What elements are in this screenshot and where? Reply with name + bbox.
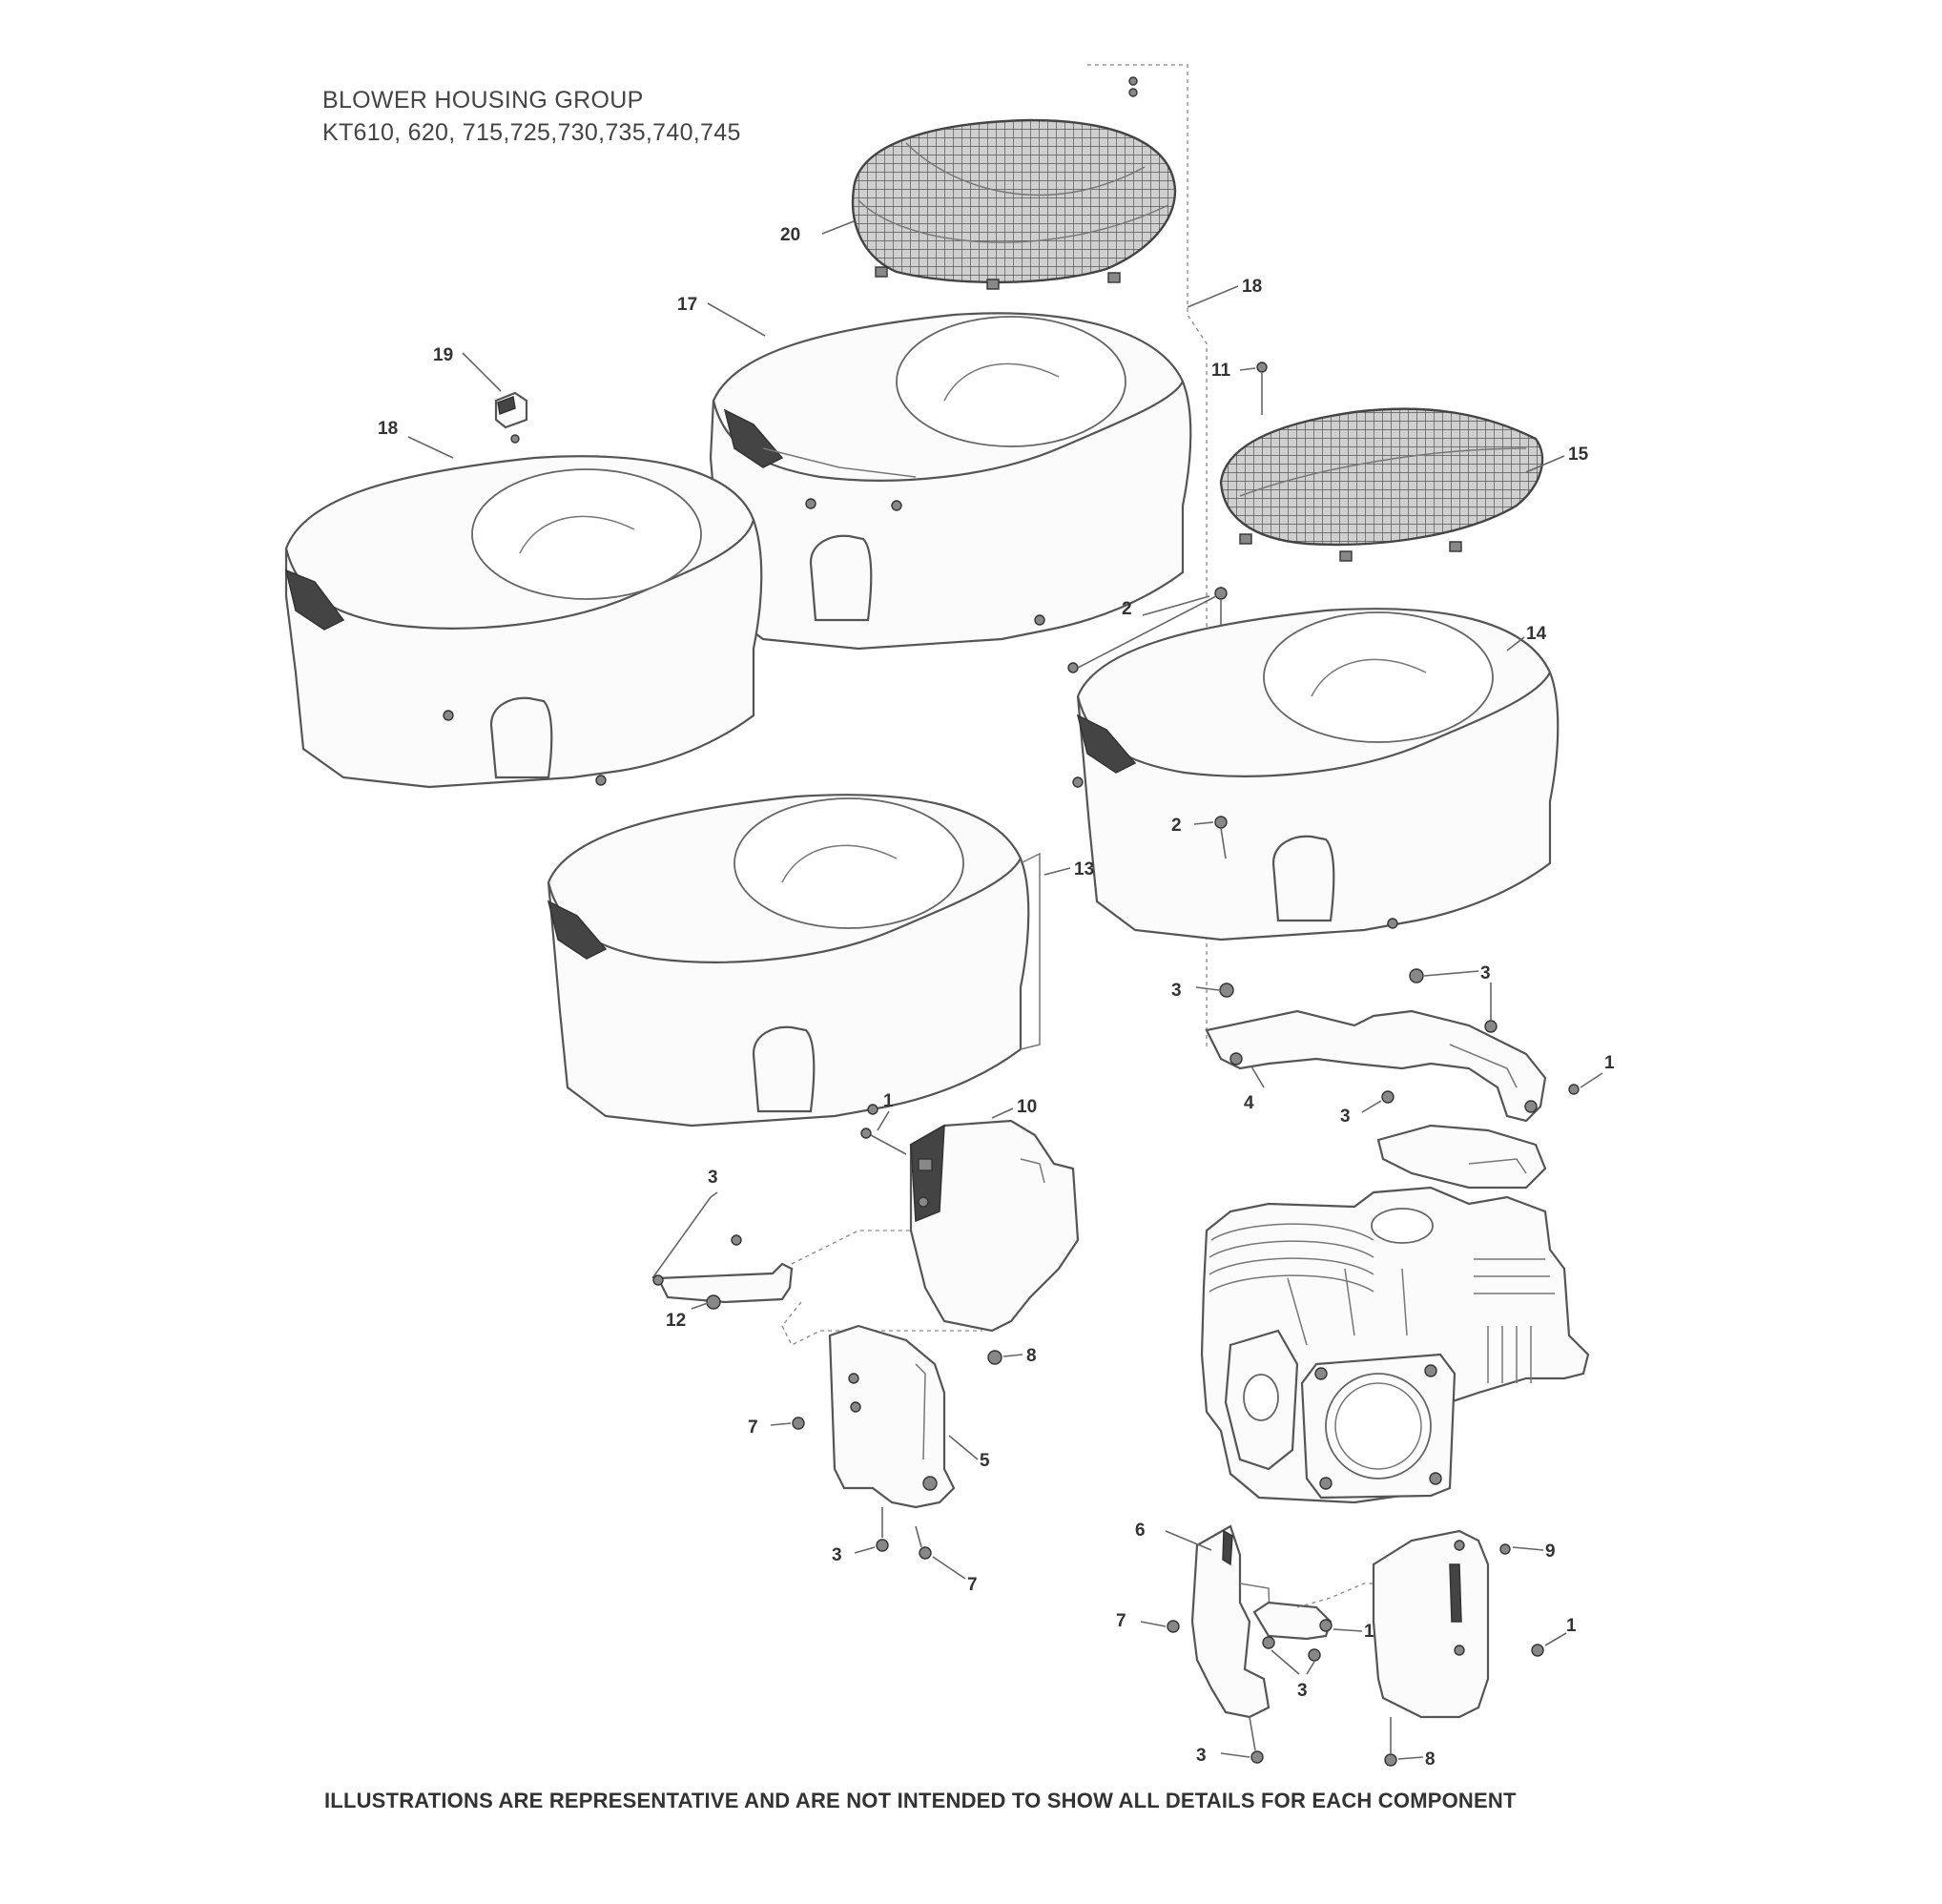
callout-14[interactable]: 14 [1526, 624, 1547, 644]
part-3-bolt-c[interactable] [1381, 1090, 1395, 1104]
part-8-bolt-upper[interactable] [987, 1350, 1002, 1365]
callout-8-b[interactable]: 8 [1425, 1749, 1436, 1769]
part-17-blower-housing[interactable] [709, 312, 1192, 651]
cooling-fins [1209, 1223, 1555, 1383]
part-19-clip[interactable] [494, 391, 528, 444]
part-14-blower-housing[interactable] [1072, 608, 1560, 942]
part-1-bolt-upper[interactable] [860, 1128, 907, 1155]
callout-5[interactable]: 5 [980, 1451, 990, 1471]
callout-1-b[interactable]: 1 [1604, 1053, 1615, 1073]
callout-3-a[interactable]: 3 [1171, 981, 1182, 1001]
part-7-bolt-c[interactable] [1167, 1620, 1180, 1633]
part-10-cover[interactable] [909, 1119, 1080, 1333]
right-side-cover [1372, 1529, 1490, 1719]
part-3-bolt-d[interactable] [651, 1196, 742, 1279]
lower-bracket [1376, 1124, 1547, 1190]
part-5-cover[interactable] [828, 1324, 956, 1509]
clip-icon [1107, 272, 1121, 283]
part-3-bolt-a[interactable] [1219, 983, 1234, 998]
callout-1-c[interactable]: 1 [1566, 1616, 1577, 1636]
part-6-bracket[interactable] [1190, 1524, 1271, 1719]
part-12-bracket[interactable] [652, 1262, 794, 1310]
callout-3-e[interactable]: 3 [832, 1545, 842, 1565]
callout-15[interactable]: 15 [1568, 445, 1589, 465]
callout-7-a[interactable]: 7 [748, 1418, 758, 1438]
callout-20[interactable]: 20 [780, 225, 800, 245]
part-1-bolt-lower[interactable] [1531, 1644, 1544, 1657]
callout-3-b[interactable]: 3 [1480, 963, 1491, 983]
part-3-bolt-b[interactable] [1409, 968, 1498, 1033]
callout-13[interactable]: 13 [1074, 859, 1094, 880]
part-7-bolt-b[interactable] [915, 1525, 932, 1560]
part-3-bolt-f[interactable] [1262, 1636, 1321, 1662]
part-13-blower-housing[interactable] [547, 794, 1041, 1128]
part-12-bracket-lower[interactable] [1252, 1601, 1333, 1641]
reference-line [1087, 64, 1208, 1049]
callout-3-c[interactable]: 3 [1340, 1107, 1351, 1127]
part-20-grille[interactable] [851, 118, 1177, 290]
callout-11[interactable]: 11 [1211, 361, 1231, 381]
clip-icon [875, 266, 888, 278]
part-9-bolt[interactable] [1499, 1543, 1511, 1555]
clip-icon [986, 279, 1000, 290]
part-8-bolt-lower[interactable] [1384, 1717, 1397, 1767]
part-7-bolt-a[interactable] [792, 1417, 805, 1430]
bolt-top-icon [1128, 76, 1138, 97]
callout-2-upper[interactable]: 2 [1122, 599, 1132, 619]
callout-12-a[interactable]: 12 [666, 1311, 686, 1331]
callout-10[interactable]: 10 [1017, 1097, 1037, 1117]
part-3-bolt-g[interactable] [1249, 1716, 1264, 1764]
callout-4[interactable]: 4 [1244, 1093, 1254, 1113]
engine-block [1200, 1186, 1590, 1504]
callout-19[interactable]: 19 [433, 345, 453, 365]
part-18-blower-housing[interactable] [284, 455, 763, 789]
callout-1-a[interactable]: 1 [883, 1091, 894, 1111]
callout-18-left[interactable]: 18 [378, 419, 398, 439]
callout-9[interactable]: 9 [1545, 1542, 1556, 1562]
callout-17[interactable]: 17 [677, 295, 697, 315]
part-2-bolt-lower[interactable] [1214, 816, 1228, 859]
part-4-baffle[interactable] [1205, 1009, 1547, 1123]
callout-3-g[interactable]: 3 [1196, 1746, 1207, 1766]
callout-3-f[interactable]: 3 [1297, 1681, 1308, 1701]
callout-8-a[interactable]: 8 [1026, 1346, 1037, 1366]
part-1-bolt-right[interactable] [1568, 1084, 1580, 1095]
diagram-title: BLOWER HOUSING GROUP KT610, 620, 715,725… [322, 84, 741, 149]
callout-18-right[interactable]: 18 [1242, 277, 1262, 297]
title-line-2: KT610, 620, 715,725,730,735,740,745 [322, 119, 741, 146]
callout-6[interactable]: 6 [1135, 1521, 1146, 1541]
callout-2-lower[interactable]: 2 [1171, 816, 1182, 836]
part-11-bolt[interactable] [1256, 362, 1268, 415]
title-line-1: BLOWER HOUSING GROUP [322, 87, 644, 114]
part-15-grille[interactable] [1219, 407, 1544, 562]
part-3-bolt-e[interactable] [876, 1507, 889, 1552]
callout-7-b[interactable]: 7 [967, 1575, 978, 1595]
callout-7-c[interactable]: 7 [1116, 1611, 1126, 1631]
disclaimer-footer: ILLUSTRATIONS ARE REPRESENTATIVE AND ARE… [324, 1789, 1517, 1812]
callout-3-d[interactable]: 3 [708, 1168, 718, 1188]
